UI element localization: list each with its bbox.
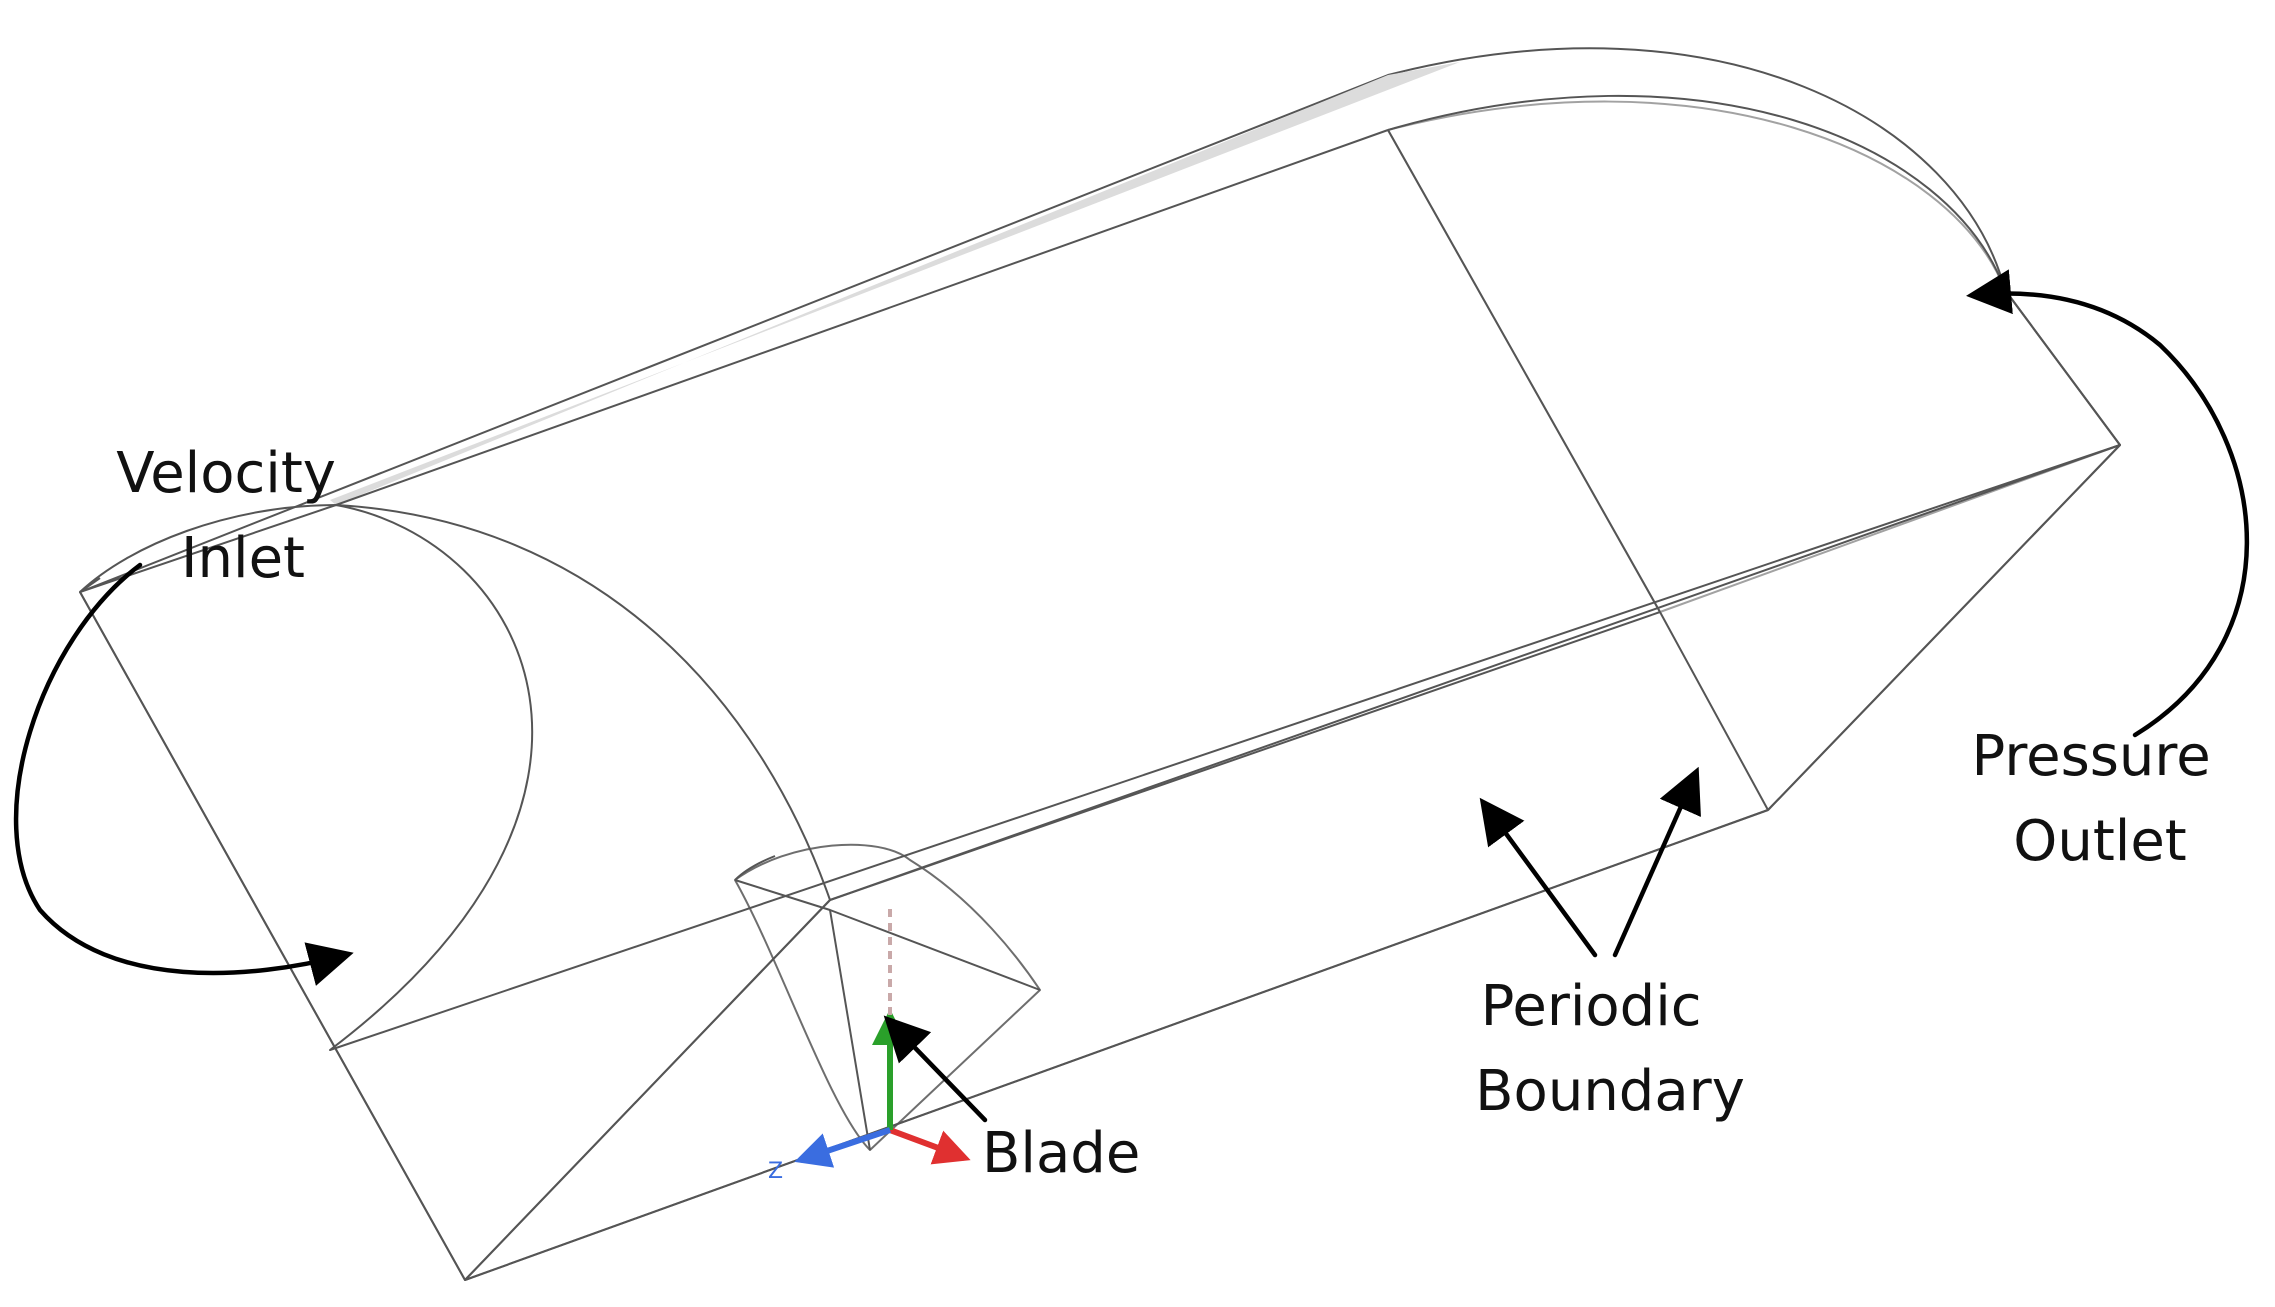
velocity-inlet-label-line1: Velocity [116, 441, 336, 506]
domain-edges [79, 94, 2121, 1281]
periodic-boundary-label: Periodic Boundary [1475, 974, 1745, 1124]
labels: Velocity Inlet Pressure Outlet Periodic … [116, 441, 2229, 1186]
domain-body [79, 47, 2121, 1281]
blade-body [734, 843, 1041, 1151]
blade-region [734, 843, 1041, 1151]
pressure-outlet-label: Pressure Outlet [1972, 724, 2229, 874]
inlet-face [79, 504, 831, 1281]
periodic-callout-arrow-1 [1479, 797, 1598, 958]
axis-z-arrow [794, 1127, 891, 1168]
periodic-boundary-label-line2: Boundary [1475, 1059, 1745, 1124]
periodic-callout-arrow-2 [1612, 766, 1701, 958]
axis-x-arrow [888, 1127, 971, 1165]
periodic-face [464, 444, 2121, 1281]
pressure-outlet-label-line2: Outlet [2013, 809, 2187, 874]
top-edge-strip [330, 62, 1460, 505]
velocity-inlet-label-line2: Inlet [181, 526, 305, 591]
outlet-face [1387, 100, 2121, 613]
outlet-callout-arrow [1966, 269, 2250, 738]
axis-z-label: Z [768, 1159, 783, 1184]
pressure-outlet-label-line1: Pressure [1972, 724, 2211, 789]
periodic-boundary-label-line1: Periodic [1481, 974, 1702, 1039]
top-curved-face [79, 47, 2121, 1051]
axis-triad: Z [768, 905, 971, 1184]
callout-arrows [13, 269, 2250, 1123]
blade-label: Blade [982, 1121, 1140, 1186]
inlet-callout-arrow [13, 562, 354, 986]
velocity-inlet-label: Velocity Inlet [116, 441, 354, 591]
blade-callout-arrow [883, 1015, 988, 1123]
